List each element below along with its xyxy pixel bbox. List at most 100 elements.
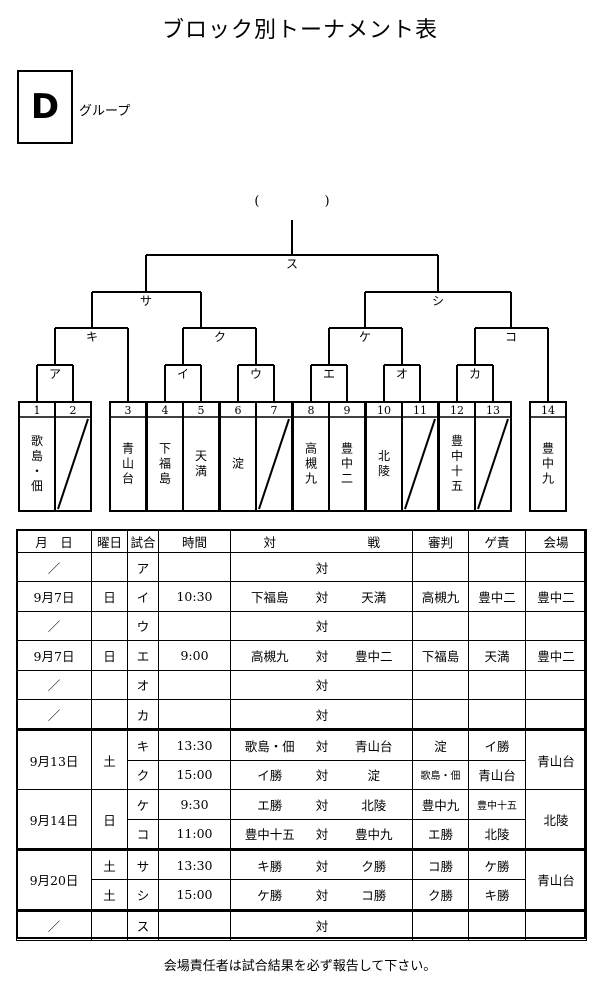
- cell-referee: 下福島: [412, 640, 469, 671]
- cell-duty: 天満: [468, 640, 526, 671]
- slot-number: 4: [162, 404, 169, 417]
- slot-number: 1: [34, 404, 41, 417]
- slot-team-name: 豊中十五: [451, 434, 463, 493]
- cell-vs: 対: [308, 818, 336, 850]
- empty-slot-diagonal: [258, 418, 290, 510]
- cell-venue: [525, 669, 587, 700]
- cell-vs: 対: [308, 847, 336, 881]
- slot-box-11: [401, 401, 439, 512]
- header-day: 曜日: [91, 529, 128, 553]
- match-label-sa: サ: [140, 294, 152, 308]
- match-label-i: イ: [177, 367, 189, 381]
- match-label-o: オ: [396, 367, 408, 381]
- bracket-lines: [36, 220, 549, 402]
- cell-vs: 対: [308, 610, 336, 642]
- cell-vs: 対: [308, 698, 336, 731]
- cell-day: [91, 551, 128, 583]
- schedule-row: ／ア対: [16, 551, 587, 583]
- header-duty: ゲ責: [468, 529, 526, 553]
- cell-vs: 対: [308, 581, 336, 612]
- slot-team-name: 歌島・佃: [31, 433, 43, 493]
- cell-duty: ケ勝: [468, 847, 526, 881]
- header-time: 時間: [158, 529, 231, 553]
- cell-team-1: イ勝: [230, 759, 309, 791]
- cell-time: 9:00: [158, 640, 231, 671]
- header-date: 月 日: [16, 529, 92, 553]
- cell-team-2: [335, 669, 413, 700]
- cell-referee: [412, 610, 469, 642]
- cell-venue: 青山台: [525, 728, 587, 791]
- cell-team-1: [230, 669, 309, 700]
- schedule-row: ／オ対: [16, 669, 587, 700]
- cell-day: 日: [91, 640, 128, 671]
- group-label: グループ: [79, 104, 131, 119]
- cell-referee: ク勝: [412, 879, 469, 911]
- cell-venue: 北陵: [525, 789, 587, 850]
- cell-vs: 対: [308, 789, 336, 820]
- slot-number: 14: [541, 404, 555, 417]
- cell-date: 9月13日: [16, 728, 92, 791]
- cell-date: 9月7日: [16, 640, 92, 671]
- cell-duty: 豊中十五: [468, 789, 526, 820]
- cell-day: 土: [91, 879, 128, 911]
- cell-day: [91, 698, 128, 731]
- cell-duty: [468, 551, 526, 583]
- header-vs-right: 戦: [335, 529, 413, 553]
- cell-match: ケ: [127, 789, 159, 820]
- cell-time: 15:00: [158, 759, 231, 791]
- cell-vs: 対: [308, 879, 336, 911]
- cell-venue: 豊中二: [525, 640, 587, 671]
- schedule-row: ／カ対: [16, 698, 587, 731]
- cell-match: イ: [127, 581, 159, 612]
- cell-match: オ: [127, 669, 159, 700]
- cell-date: ／: [16, 698, 92, 731]
- cell-team-1: エ勝: [230, 789, 309, 820]
- cell-referee: 淀: [412, 728, 469, 761]
- cell-referee: [412, 908, 469, 942]
- slot-team-name: 北陵: [378, 449, 390, 478]
- cell-team-2: 豊中九: [335, 818, 413, 850]
- cell-date: ／: [16, 610, 92, 642]
- cell-vs: 対: [308, 551, 336, 583]
- cell-referee: [412, 698, 469, 731]
- header-match: 試合: [127, 529, 159, 553]
- cell-match: コ: [127, 818, 159, 850]
- cell-referee: 高槻九: [412, 581, 469, 612]
- cell-team-2: [335, 698, 413, 731]
- schedule-row: ／ス対: [16, 908, 587, 942]
- match-label-a: ア: [49, 367, 61, 381]
- cell-venue: [525, 551, 587, 583]
- cell-team-1: 下福島: [230, 581, 309, 612]
- cell-venue: [525, 610, 587, 642]
- slot-team-name: 下福島: [159, 442, 171, 486]
- cell-day: 日: [91, 789, 128, 850]
- cell-team-2: [335, 551, 413, 583]
- slot-team-name: 豊中二: [341, 442, 353, 486]
- cell-match: ア: [127, 551, 159, 583]
- cell-day: 土: [91, 728, 128, 791]
- cell-team-1: [230, 610, 309, 642]
- cell-team-1: 豊中十五: [230, 818, 309, 850]
- header-venue: 会場: [525, 529, 587, 553]
- match-label-su: ス: [286, 257, 298, 271]
- cell-referee: 歌島・佃: [412, 759, 469, 791]
- footer-note: 会場責任者は試合結果を必ず報告して下さい。: [163, 959, 437, 974]
- cell-time: 15:00: [158, 879, 231, 911]
- cell-team-2: 豊中二: [335, 640, 413, 671]
- cell-team-1: [230, 698, 309, 731]
- empty-slot-diagonal: [404, 418, 436, 510]
- empty-slot-diagonal: [477, 418, 509, 510]
- match-label-ke: ケ: [359, 330, 371, 344]
- cell-team-2: ク勝: [335, 847, 413, 881]
- slot-number: 2: [70, 404, 77, 417]
- cell-day: 日: [91, 581, 128, 612]
- slot-number: 6: [235, 404, 242, 417]
- header-vs-left: 対: [230, 529, 309, 553]
- match-label-u: ウ: [250, 367, 262, 381]
- cell-time: [158, 669, 231, 700]
